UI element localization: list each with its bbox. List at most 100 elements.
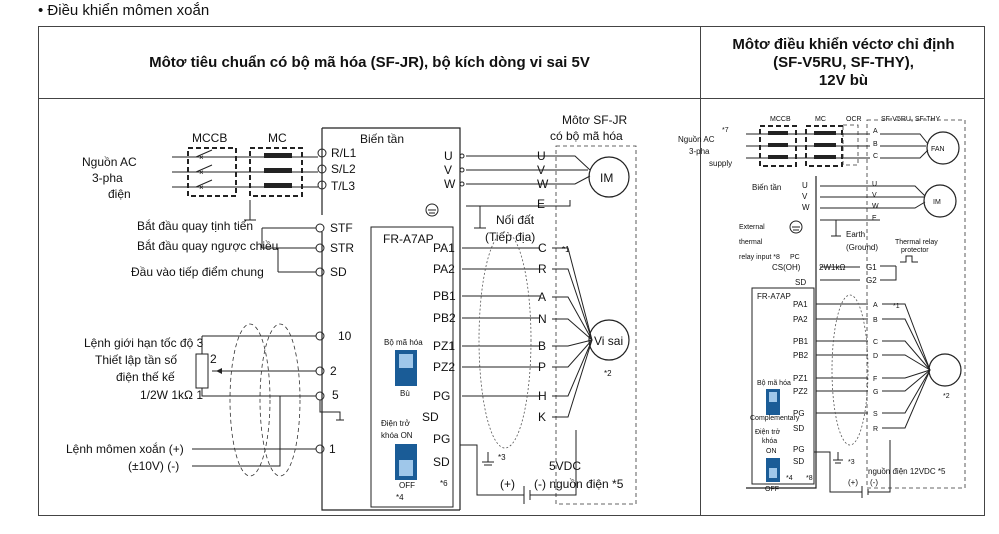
left-input-r: R/L1 [331, 146, 357, 160]
left-term-res-2: khóa ON [381, 431, 413, 440]
header-divider [39, 98, 984, 99]
left-option-box [370, 226, 454, 508]
left-encoder-symbol [588, 319, 630, 361]
right-enc-pin-5: PZ2 [793, 387, 808, 396]
right-earth-1: Earth [846, 230, 865, 239]
left-term-sd: SD [330, 265, 347, 279]
right-enc-motor-pin-2: C [873, 339, 878, 346]
left-enc-pin-1: PA2 [433, 262, 455, 276]
right-motor-w: W [872, 203, 879, 210]
right-mc-box [805, 125, 843, 167]
right-ocr-label: OCR [846, 116, 862, 123]
right-encoder-shield [831, 294, 869, 446]
left-ac-source-l3: điện [108, 187, 131, 201]
left-enc-motor-pin-6: H [538, 389, 547, 403]
left-enc-pin-4: PZ1 [433, 339, 455, 353]
left-ground-label-2: (Tiếp địa) [485, 230, 535, 244]
col2-header-line2: (SF-V5RU, SF-THY), [773, 53, 914, 71]
right-psu-label: nguồn điện 12VDC *5 [868, 467, 946, 476]
left-term-res-sd: SD [422, 410, 439, 424]
right-enc-motor-pin-1: B [873, 317, 878, 324]
left-motor-label: IM [600, 171, 613, 185]
right-mark-2: *2 [943, 393, 950, 400]
left-enc-motor-wire-6 [552, 339, 593, 397]
right-ext-relay-2: thermal [739, 239, 763, 246]
svg-text:×: × [199, 168, 204, 177]
left-freq-pot-3: 1/2W 1kΩ 1 [140, 388, 203, 402]
left-motor-w: W [537, 177, 549, 191]
col2-header: Môtơ điều khiển véctơ chỉ định (SF-V5RU,… [701, 27, 986, 98]
left-shield-1 [229, 323, 271, 477]
left-encoder-shield [478, 231, 532, 449]
right-ext-relay-3: relay input *8 [739, 254, 780, 261]
right-earth-2: (Ground) [846, 243, 878, 252]
right-option-label: FR-A7AP [757, 292, 791, 301]
left-enc-motor-wire-3 [552, 318, 593, 341]
left-enc-motor-wire-7 [552, 339, 593, 418]
left-enc-sw-bu: Bù [400, 389, 410, 398]
left-speed-limit: Lệnh giới hạn tốc độ 3 [84, 336, 204, 350]
right-cs-label: CS(OH) [772, 263, 801, 272]
right-enc-motor-pin-6: S [873, 411, 878, 418]
right-enc-motor-pin-5: G [873, 389, 878, 396]
left-mark-1: *1 [562, 245, 570, 254]
right-fan-pin-a: A [873, 128, 878, 135]
left-wiring-diagram: Nguồn AC 3-pha điện MCCB MC ××× Biến tần… [66, 113, 637, 511]
right-ext-relay-1: External [739, 224, 765, 231]
right-ac-source-2: 3-pha [689, 147, 710, 156]
left-out-v: V [444, 163, 452, 177]
left-psu-5vdc: 5VDC [549, 459, 581, 473]
left-out-w: W [444, 177, 456, 191]
right-enc-motor-wire-1 [882, 318, 931, 371]
right-ac-source-3: supply [709, 159, 732, 168]
right-inverter-label: Biến tần [752, 183, 781, 192]
right-inverter-wall [746, 176, 817, 489]
right-g1: G1 [866, 263, 877, 272]
left-enc-motor-pin-7: K [538, 410, 546, 424]
right-out-v: V [802, 192, 808, 201]
right-enc-motor-wire-5 [882, 369, 931, 392]
right-fan-pin-b: B [873, 141, 878, 148]
left-psu-plus: (+) [500, 477, 515, 491]
col2-header-line3: 12V bù [818, 71, 869, 89]
right-mark-4: *4 [786, 475, 793, 482]
left-mc-contact [264, 153, 292, 158]
left-motor-power-lines [466, 155, 548, 207]
right-enc-pin-2: PB1 [793, 337, 809, 346]
svg-text:×: × [199, 153, 204, 162]
right-out-u: U [802, 181, 808, 190]
right-psu-minus: (-) [870, 478, 878, 487]
right-fan-pin-c: C [873, 153, 878, 160]
left-term-2: 2 [330, 364, 337, 378]
left-freq-pot-1: Thiết lập tần số [95, 353, 177, 367]
right-fan-symbol [926, 131, 960, 165]
right-out-w: W [802, 203, 810, 212]
col2-header-line1: Môtơ điều khiển véctơ chỉ định [732, 35, 955, 53]
right-enc-sw-label: Bộ mã hóa [757, 380, 791, 387]
right-enc-pin-3: PB2 [793, 351, 809, 360]
left-ac-source-l1: Nguồn AC [82, 155, 137, 169]
left-term-res-off: OFF [399, 481, 415, 490]
left-term-res-1: Điện trở [381, 419, 411, 428]
left-mc-label: MC [268, 131, 287, 145]
right-mark-3: *3 [848, 459, 855, 466]
right-term-res-off: OFF [765, 486, 779, 493]
right-enc-motor-wire-7 [882, 369, 931, 429]
left-ground-label-1: Nối đất [496, 213, 535, 227]
right-enc-motor-wire-2 [882, 340, 931, 371]
right-psu-plus: (+) [848, 478, 858, 487]
left-enc-pin-5: PZ2 [433, 360, 455, 374]
right-ac-source-1: Nguồn AC [678, 135, 715, 144]
left-enc-pin-3: PB2 [433, 311, 456, 325]
right-motor-box [866, 119, 966, 489]
left-inverter-label: Biến tần [360, 132, 404, 146]
left-encoder-label: Vi sai [594, 334, 623, 348]
right-wiring-diagram: MCCB MC OCR SF-V5RU, SF-THY *7 Nguồn AC … [678, 116, 966, 498]
comparison-table: Môtơ tiêu chuẩn có bộ mã hóa (SF-JR), bộ… [38, 26, 985, 516]
right-motor-title: SF-V5RU, SF-THY [881, 116, 940, 123]
left-common: Đầu vào tiếp điểm chung [131, 265, 264, 279]
right-enc-motor-wire-3 [882, 354, 931, 371]
